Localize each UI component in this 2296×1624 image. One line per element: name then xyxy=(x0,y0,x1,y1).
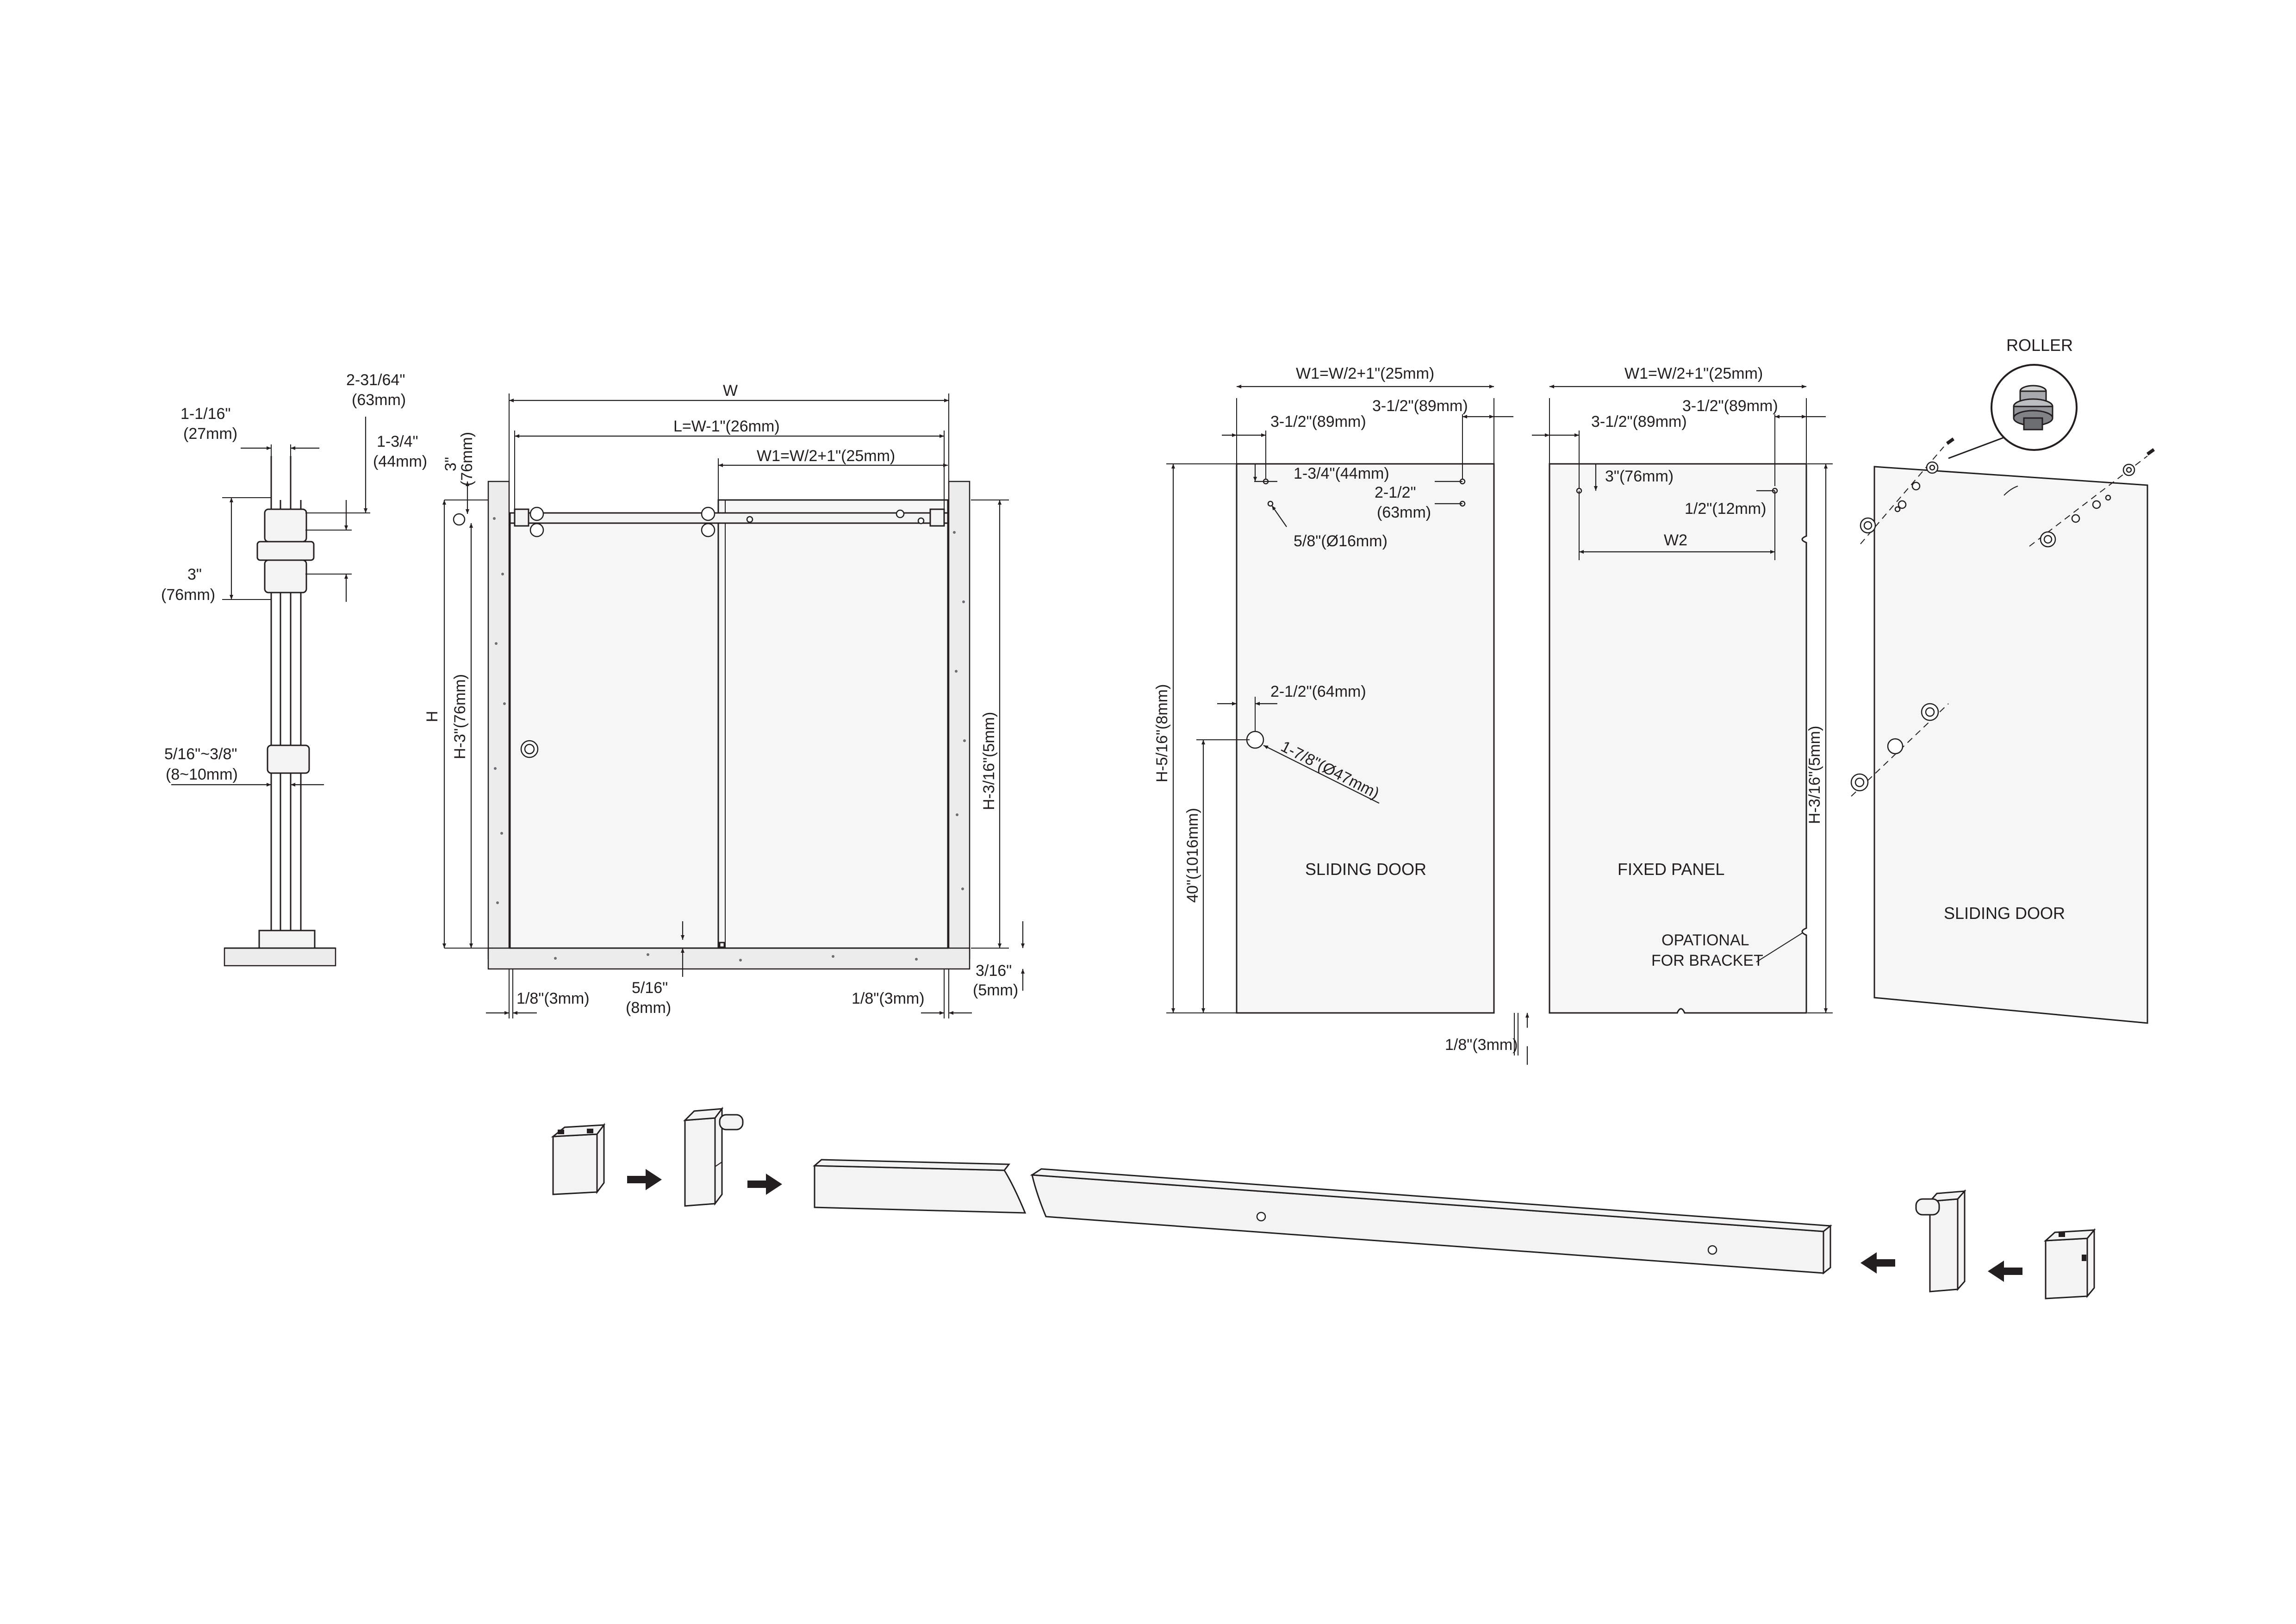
top-gap-label: 3" xyxy=(442,457,460,471)
top-gap-mm: (76mm) xyxy=(458,432,476,486)
front-width-label: W xyxy=(723,382,738,400)
bottom-gap-mm: (8mm) xyxy=(626,999,671,1017)
fp-hole-side-offset: 1/2"(12mm) xyxy=(1685,500,1766,518)
arrow-1 xyxy=(627,1169,662,1190)
panel-height-label: H-3/16"(5mm) xyxy=(980,712,998,810)
glass-thickness-mm: (8~10mm) xyxy=(166,766,238,783)
sd-handle-offset: 2-1/2"(64mm) xyxy=(1270,683,1366,700)
right-connector xyxy=(1915,1189,1966,1293)
bar-right-segment xyxy=(1031,1174,1824,1274)
sd-hole-top-offset: 1-3/4"(44mm) xyxy=(1294,465,1389,482)
arrow-4 xyxy=(1988,1261,2022,1282)
assembly-door: SLIDING DOOR ROLLER xyxy=(1850,336,2155,1024)
sd-hole-spacing: 2-1/2" xyxy=(1375,484,1416,501)
fixed-panel-glass xyxy=(717,499,949,949)
left-wall xyxy=(487,481,510,959)
sd-height-label: H-5/16"(8mm) xyxy=(1153,684,1171,782)
fp-height-label: H-3/16"(5mm) xyxy=(1806,726,1823,824)
assembly-door-sheet xyxy=(1873,466,2148,1024)
header-bar xyxy=(509,512,949,524)
roller-label: ROLLER xyxy=(2006,336,2073,355)
sd-hole-diameter: 5/8"(Ø16mm) xyxy=(1294,532,1388,550)
fp-width-label: W1=W/2+1"(25mm) xyxy=(1624,365,1763,382)
fp-name-label: FIXED PANEL xyxy=(1618,860,1724,879)
roller-height-mm: (44mm) xyxy=(373,453,427,470)
door-width-label: W1=W/2+1"(25mm) xyxy=(757,447,895,465)
bar-left-segment xyxy=(814,1165,1027,1214)
roller-spacing-label: 3" xyxy=(187,566,202,583)
right-wall xyxy=(948,481,971,959)
roller-lower xyxy=(264,559,307,593)
left-end-cap xyxy=(551,1123,606,1195)
fixed-panel-sheet xyxy=(1549,463,1807,1014)
glass-gap-mm: (27mm) xyxy=(183,425,237,443)
sliding-door-glass xyxy=(509,513,719,949)
fp-bottom-gap: 1/8"(3mm) xyxy=(1445,1036,1518,1054)
bar-length-label: L=W-1"(26mm) xyxy=(673,418,780,435)
left-connector xyxy=(683,1106,744,1207)
assembly-name-label: SLIDING DOOR xyxy=(1944,904,2065,923)
arrow-2 xyxy=(747,1174,782,1195)
sd-handle-height: 40"(1016mm) xyxy=(1184,808,1201,903)
sd-hole-spacing-mm: (63mm) xyxy=(1377,504,1431,521)
fixed-panel-detail: W1=W/2+1"(25mm) 3-1/2"(89mm) 3-1/2"(89mm… xyxy=(1445,365,1833,1065)
sd-hole-left-offset: 3-1/2"(89mm) xyxy=(1270,413,1366,431)
sliding-door-sheet xyxy=(1236,463,1495,1014)
fp-hole-right-offset: 3-1/2"(89mm) xyxy=(1682,397,1778,415)
front-view: W L=W-1"(26mm) W1=W/2+1"(25mm) H 3" (76m… xyxy=(423,382,1025,1018)
fp-hole-left-offset: 3-1/2"(89mm) xyxy=(1591,413,1687,431)
right-gap-label: 1/8"(3mm) xyxy=(852,990,925,1007)
left-gap-label: 1/8"(3mm) xyxy=(516,990,590,1007)
bottom-gap-label: 5/16" xyxy=(632,979,668,997)
glass-thickness-label: 5/16"~3/8" xyxy=(164,745,237,763)
top-offset-mm: (63mm) xyxy=(352,391,406,409)
floor-guide xyxy=(267,744,310,774)
roller-upper xyxy=(264,508,307,543)
right-end-cap xyxy=(2043,1228,2096,1299)
sd-name-label: SLIDING DOOR xyxy=(1305,860,1426,879)
roller-height-label: 1-3/4" xyxy=(377,433,418,450)
exploded-bar xyxy=(551,1106,2096,1299)
floor-section xyxy=(224,947,336,967)
roller-spacing-mm: (76mm) xyxy=(161,586,215,604)
door-height-label: H-3"(76mm) xyxy=(451,674,469,759)
sd-hole-right-offset: 3-1/2"(89mm) xyxy=(1372,397,1468,415)
fp-bracket-note-1: OPATIONAL xyxy=(1661,931,1749,949)
floor xyxy=(487,947,971,970)
bottom-clearance-mm: (5mm) xyxy=(973,981,1018,999)
top-offset-label: 2-31/64" xyxy=(346,371,405,389)
glass-gap-label: 1-1/16" xyxy=(180,405,230,423)
arrow-3 xyxy=(1860,1252,1895,1274)
sd-width-label: W1=W/2+1"(25mm) xyxy=(1296,365,1434,382)
side-view: 1-1/16" (27mm) 2-31/64" (63mm) 1-3/4" (4… xyxy=(161,371,427,967)
sliding-door-detail: W1=W/2+1"(25mm) 3-1/2"(89mm) 3-1/2"(89mm… xyxy=(1153,365,1513,1014)
front-height-label: H xyxy=(423,711,441,722)
fp-hole-top-offset: 3"(76mm) xyxy=(1605,468,1674,485)
fp-bracket-note-2: FOR BRACKET xyxy=(1651,952,1763,969)
fp-notch-width: W2 xyxy=(1664,531,1687,549)
bottom-clearance-label: 3/16" xyxy=(976,962,1012,980)
